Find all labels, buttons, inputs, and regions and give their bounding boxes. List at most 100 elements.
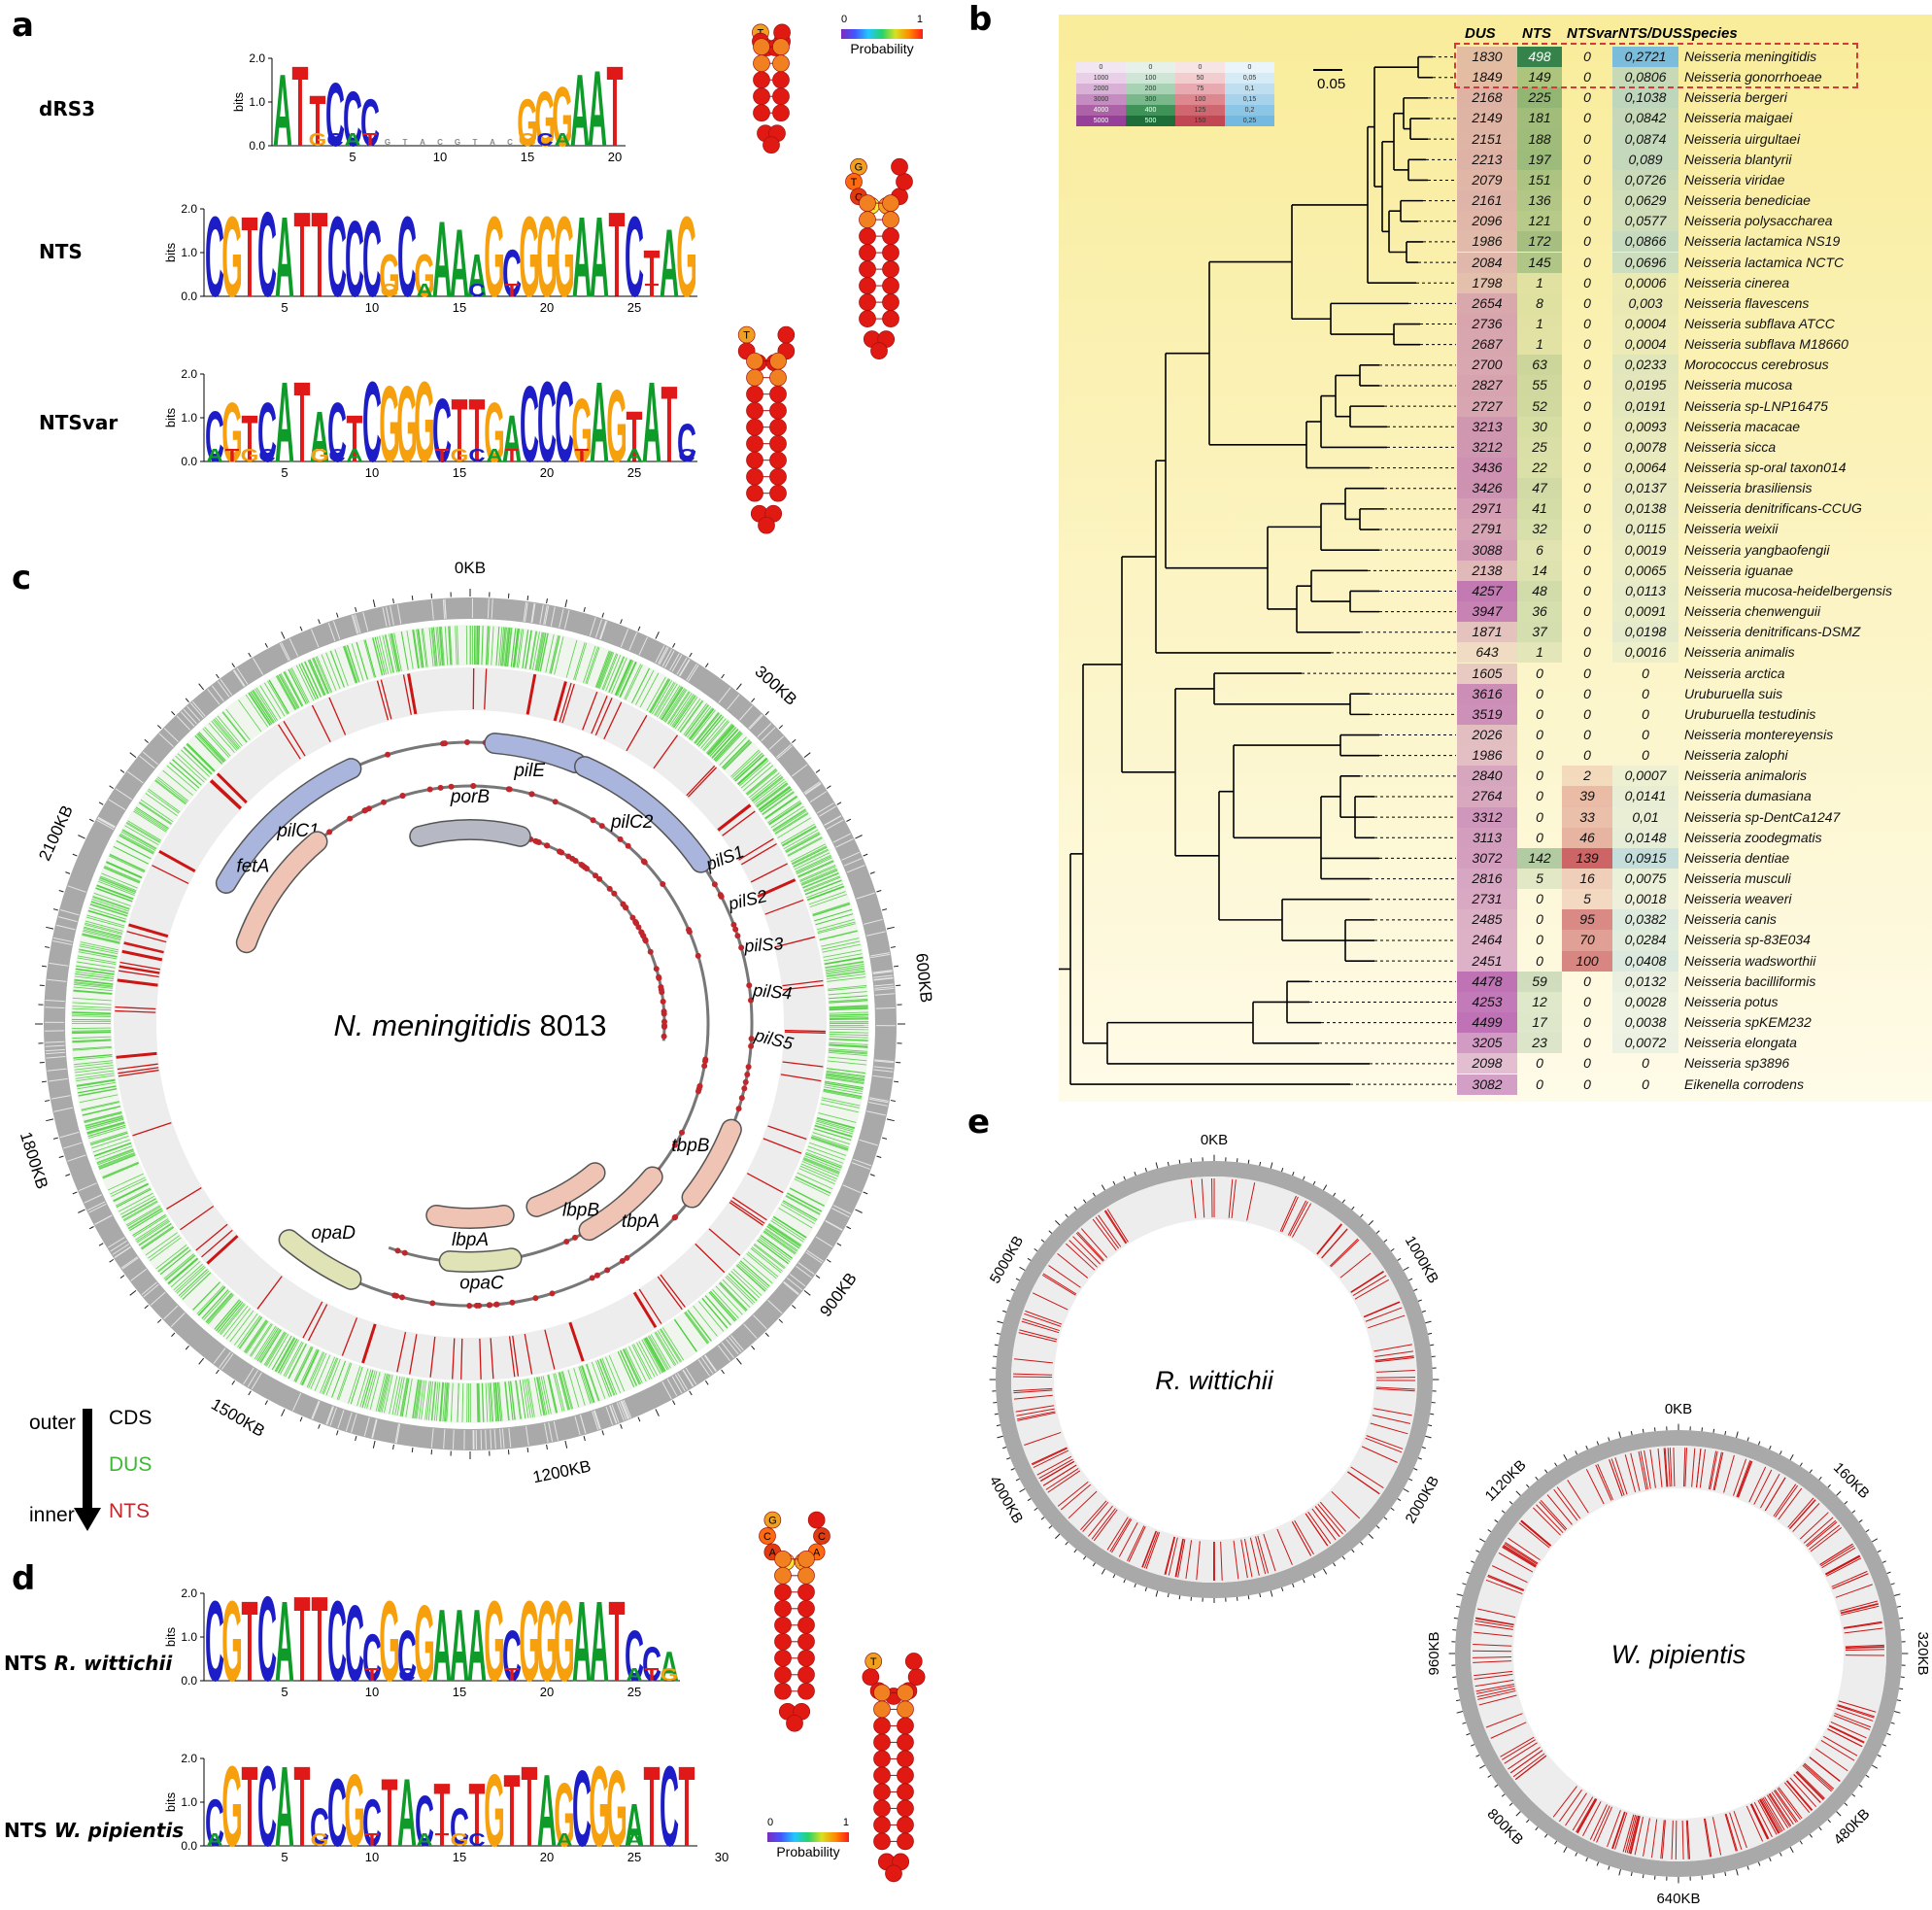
nts-mark [484,668,488,710]
gene-block[interactable] [580,1167,662,1240]
dus-mark [301,663,320,699]
dus-mark [412,1380,420,1418]
logo-letter: T [242,1749,258,1871]
nts-mark [1819,1543,1853,1565]
ring-tick [1487,1774,1492,1778]
dus-mark [661,687,684,721]
dus-mark [654,1332,675,1367]
logo-xtick: 15 [453,465,466,480]
nts-site [590,817,596,824]
legend-cell: 125 [1175,105,1225,116]
ring-tick [1886,1571,1891,1575]
probability-legend-d: 0 1 Probability [767,1817,849,1859]
logo-letter: G [554,1764,575,1865]
gene-block[interactable] [440,1248,522,1272]
dus-mark [498,1381,503,1421]
dus-mark [747,769,778,796]
tree-cell-dus: 4253 [1457,991,1517,1013]
nts-site [606,885,613,892]
gene-block[interactable] [280,1230,360,1289]
nts-mark [1476,1688,1515,1698]
nts-mark [1363,1301,1401,1317]
nts-site [696,1083,703,1090]
dus-mark [746,1253,777,1279]
ring-tick [1789,1454,1794,1461]
dus-mark [525,630,532,669]
dus-mark [92,1139,130,1153]
dus-mark [714,732,742,762]
logo-letter: T [365,1830,380,1851]
dus-mark [617,660,634,697]
ring-tick [1456,1593,1463,1596]
cds-feature [609,1405,617,1424]
dus-mark [799,864,836,881]
cds-feature [872,1074,893,1079]
ring-tick [1535,1476,1539,1481]
cds-feature [251,1372,262,1390]
gene-block[interactable] [217,759,360,893]
logo-letter: G [451,446,469,466]
hairpin-nucleotide [763,1511,782,1529]
dus-mark [239,1316,263,1349]
logo-letter: A [275,199,294,322]
gene-block[interactable] [683,1120,741,1208]
dus-mark [782,1201,817,1222]
nts-mark [1013,1373,1053,1376]
dus-mark [828,1049,867,1054]
ring-tick [1608,1437,1610,1442]
gene-block[interactable] [575,757,711,872]
cds-feature [52,940,73,945]
nts-mark [1628,1815,1640,1854]
legend-cell: 5000 [1076,116,1126,126]
nts-mark [1021,1320,1060,1334]
dus-mark [300,663,319,699]
gene-block[interactable] [485,733,586,772]
nts-mark [1750,1803,1770,1839]
tree-cell-var: 0 [1583,1035,1591,1051]
dus-mark [540,632,549,672]
tree-cell-ratio: 0,0007 [1612,766,1678,787]
cds-feature [592,1411,599,1430]
dus-mark [283,1341,303,1377]
cds-feature [46,1051,66,1055]
gene-block[interactable] [410,820,530,846]
dus-mark [648,678,669,713]
cds-feature [843,857,863,867]
genome-coordinate-label: 0KB [1665,1401,1692,1417]
dus-mark [823,1090,862,1099]
dus-mark [650,679,671,714]
ring-tick [1123,1176,1126,1180]
dus-mark [762,792,795,816]
hairpin-nucleotide [758,516,775,534]
nts-mark [1057,1481,1089,1507]
ring-tick [886,926,895,930]
dus-mark [315,656,331,694]
dus-mark [712,1289,739,1319]
dus-mark [828,1051,867,1056]
dus-mark [608,1354,626,1392]
genome-coordinate-label: 320KB [1915,1631,1931,1675]
dus-mark [99,877,136,894]
dus-mark [708,726,735,756]
nts-mark [490,1338,494,1380]
dus-mark [550,635,560,674]
dus-mark [762,791,795,815]
nts-mark [1565,1792,1587,1826]
logo-letter: G [455,138,460,147]
dus-mark [774,812,808,835]
nts-mark [1016,1411,1056,1420]
dus-mark [122,1200,158,1221]
tree-cell-var: 0 [1583,418,1591,434]
gene-block[interactable] [237,832,327,952]
dus-mark [123,1201,158,1222]
nts-site [702,1056,709,1063]
logo-letter: C [397,199,417,322]
nts-mark [1474,1679,1514,1688]
gene-block[interactable] [526,1163,605,1216]
dus-mark [765,1228,798,1251]
dus-mark [739,1260,770,1287]
dus-mark [598,652,615,690]
ring-tick [157,1318,162,1323]
gene-block[interactable] [426,1206,514,1228]
tree-cell-ratio: 0,089 [1612,149,1678,170]
